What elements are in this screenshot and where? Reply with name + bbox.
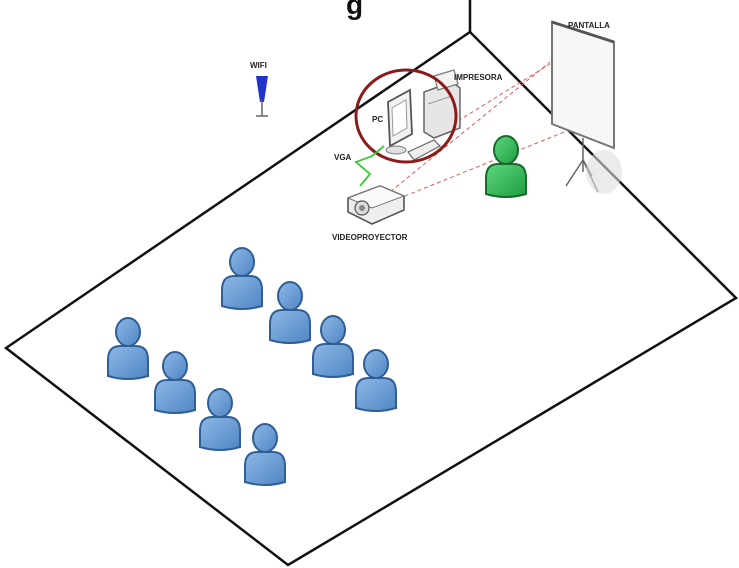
screen-label: PANTALLA xyxy=(568,21,610,30)
wifi-label: WIFI xyxy=(250,61,267,70)
vga-label: VGA xyxy=(334,153,352,162)
partial-title-text: g xyxy=(346,0,363,20)
pc-workstation xyxy=(385,88,441,161)
projection-screen xyxy=(551,20,622,194)
vga-cable xyxy=(354,145,385,187)
printer-label: IMPRESORA xyxy=(454,73,503,82)
keyboard-icon xyxy=(407,139,441,161)
wifi-icon xyxy=(256,76,268,117)
projector-label: VIDEOPROYECTOR xyxy=(332,233,408,242)
projector-icon xyxy=(346,185,406,225)
pc-highlight-circle xyxy=(354,68,458,164)
pc-label: PC xyxy=(372,115,383,124)
room-floor xyxy=(3,30,739,567)
